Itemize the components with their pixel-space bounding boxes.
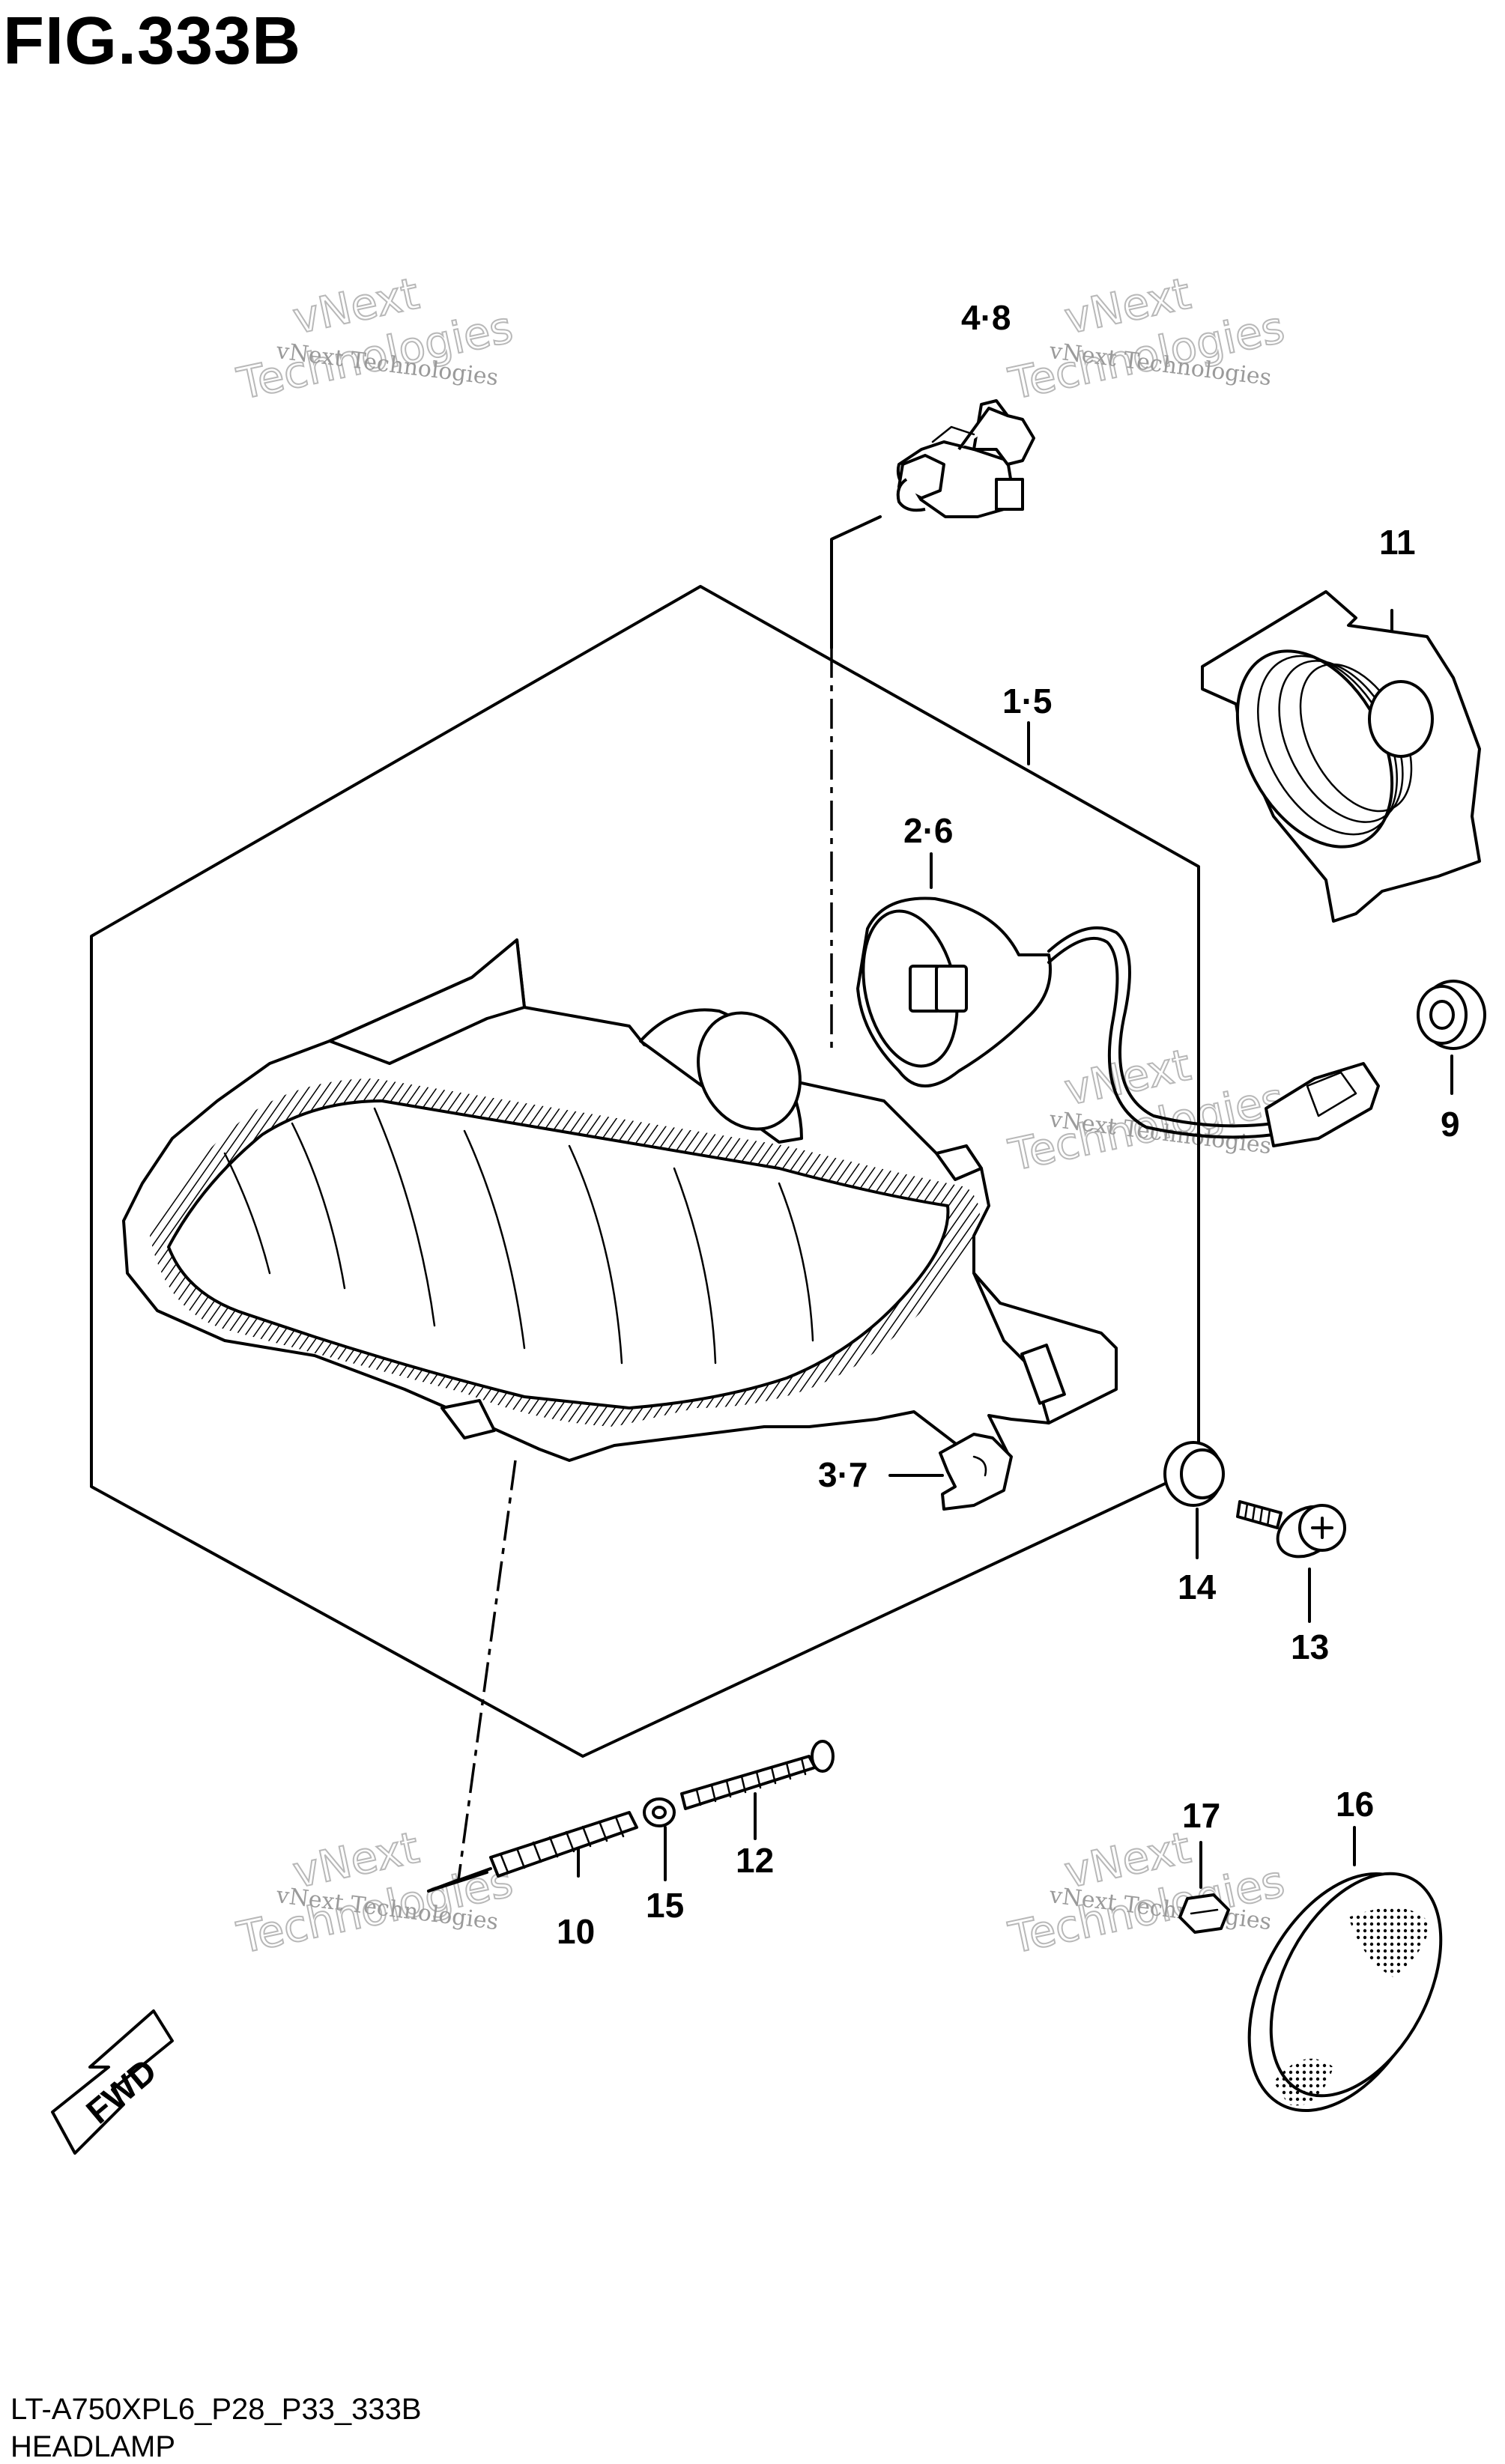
watermark-group-4: vNext Technologies: [1004, 1039, 1290, 1182]
cover-part: [1201, 590, 1481, 923]
headlamp-housing-part: [122, 938, 1118, 1462]
screw-part: [1236, 1500, 1346, 1559]
watermark-group-6: vNext Technologies: [1004, 1821, 1290, 1964]
clip-part: [939, 1433, 1013, 1511]
ref-label-long-screw: 12: [736, 1841, 774, 1880]
ref-label-grommet: 9: [1441, 1105, 1460, 1144]
watermark-group-2: vNext Technologies: [1004, 267, 1290, 410]
ref-label-screw: 13: [1291, 1627, 1329, 1666]
bulb-leader-bracket: [830, 515, 882, 649]
model-code: LT-A750XPL6_P28_P33_333B: [10, 2393, 422, 2426]
bulb-part: [896, 399, 1035, 518]
grommet-part: [1417, 980, 1486, 1050]
fwd-direction-badge: FWD: [51, 2009, 174, 2155]
figure-title: FIG.333B: [3, 4, 302, 79]
ref-label-cover: 11: [1379, 523, 1416, 562]
ref-label-spring: 10: [557, 1912, 595, 1951]
ref-label-cushion: 14: [1178, 1568, 1217, 1606]
ref-label-clip: 3·7: [818, 1455, 867, 1494]
ref-label-nut: 17: [1182, 1796, 1220, 1835]
ref-label-housing: 1·5: [1002, 682, 1052, 720]
ref-label-washer: 15: [646, 1886, 684, 1925]
nut-part: [1178, 1893, 1230, 1934]
socket-part: [856, 896, 1380, 1147]
reflector-part: [1247, 1872, 1443, 2112]
assembly-boundary: [90, 585, 1200, 1758]
ref-label-socket: 2·6: [903, 811, 953, 850]
washer-part: [643, 1797, 676, 1827]
section-name: HEADLAMP: [10, 2430, 176, 2463]
long-screw-part: [680, 1740, 835, 1810]
ref-label-bulb: 4·8: [961, 298, 1011, 337]
watermark-group-5: vNext Technologies: [232, 1821, 518, 1964]
leader-to-spring: [427, 1867, 492, 1893]
cushion-part: [1163, 1441, 1225, 1507]
screw-centerline: [457, 1460, 517, 1881]
ref-label-reflector: 16: [1336, 1785, 1374, 1824]
spring-part: [489, 1811, 638, 1878]
